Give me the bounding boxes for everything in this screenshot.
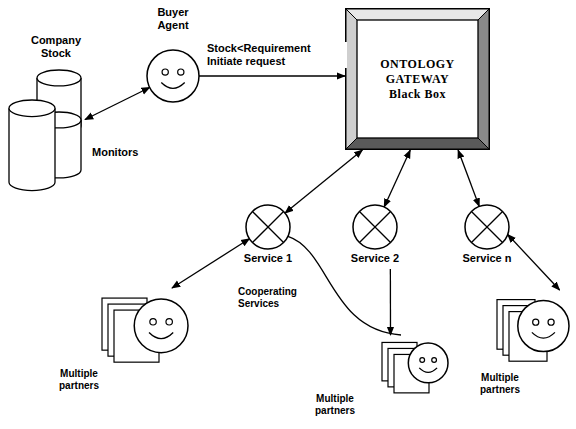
connector-arrow — [172, 239, 249, 288]
partners-shape — [100, 288, 190, 372]
service-node: Service 2 — [343, 203, 407, 269]
edge-label: Monitors — [90, 146, 140, 159]
node-label: Multiple partners — [469, 372, 531, 396]
service-node: Service n — [455, 203, 519, 269]
connector-arrow — [85, 88, 150, 120]
gateway-box: ONTOLOGY GATEWAY Black Box — [345, 8, 490, 150]
node-label: Multiple partners — [300, 393, 370, 417]
node-label: ONTOLOGY GATEWAY Black Box — [377, 57, 458, 102]
edge-label: Stock<Requirement Initiate request — [205, 42, 347, 68]
node-label: Service 2 — [343, 252, 407, 265]
partners-shape — [495, 290, 571, 370]
stock-shape — [5, 70, 85, 180]
node-label: Buyer Agent — [143, 6, 203, 32]
connector-arrow — [458, 150, 479, 206]
face-shape — [145, 48, 201, 104]
annotation-label: Cooperating Services — [236, 286, 320, 310]
partners-shape — [380, 335, 450, 397]
database-icon: Company Stock — [5, 70, 85, 180]
node-label: Service n — [455, 252, 519, 265]
connector-arrow — [285, 150, 362, 213]
node-label: Service 1 — [236, 252, 300, 265]
partner-group: Multiple partners — [100, 288, 190, 372]
buyer-agent: Buyer Agent — [145, 48, 201, 104]
connector-arrow — [390, 269, 391, 335]
service-node: Service 1 — [236, 203, 300, 269]
node-label: Company Stock — [25, 34, 87, 60]
connector-arrow — [199, 75, 345, 76]
connector-arrow — [508, 235, 560, 290]
partner-group: Multiple partners — [495, 290, 571, 370]
connector-arrow — [384, 150, 410, 207]
node-label: Multiple partners — [48, 368, 110, 392]
partner-group: Multiple partners — [380, 335, 450, 397]
